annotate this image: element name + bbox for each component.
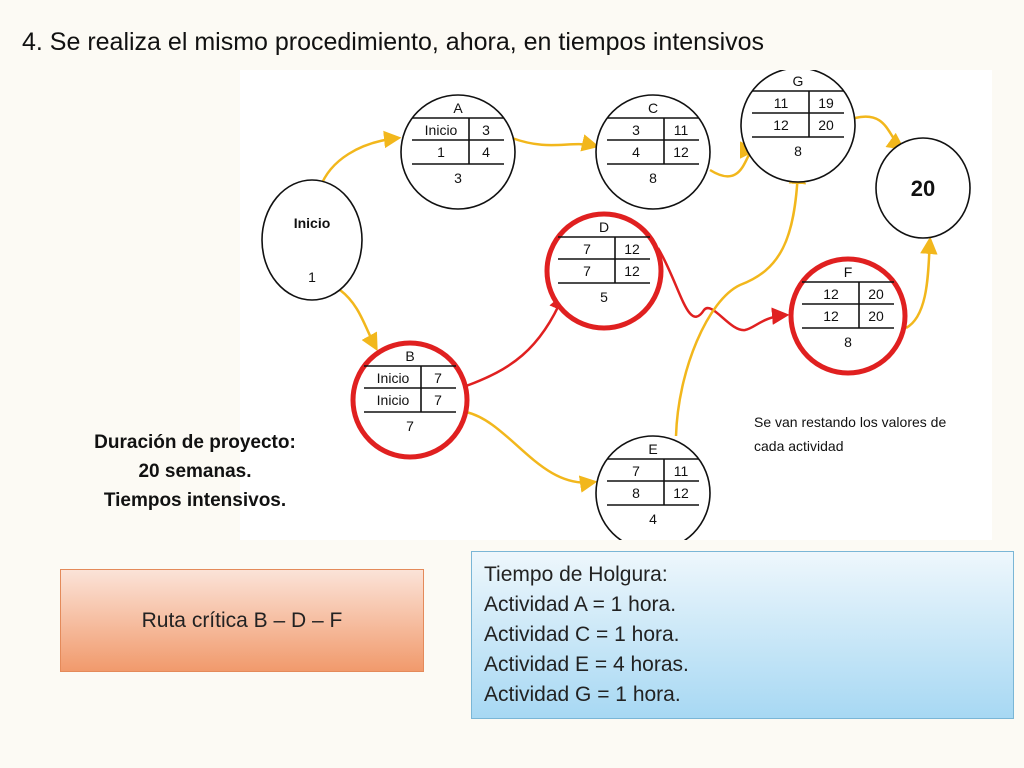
cell-end: 12 xyxy=(624,263,640,279)
cell-start: 7 xyxy=(583,263,591,279)
cell-start: 4 xyxy=(632,144,640,160)
node-inicio: Inicio 1 xyxy=(261,179,363,301)
activity-duration: 5 xyxy=(600,289,608,305)
activity-duration: 7 xyxy=(406,418,414,434)
slack-time-box: Tiempo de Holgura: Actividad A = 1 hora.… xyxy=(471,551,1014,719)
node-end: 20 xyxy=(875,137,971,239)
activity-name: D xyxy=(599,219,609,235)
duration-line-1: Duración de proyecto: xyxy=(94,432,296,453)
edge-b-e xyxy=(465,410,598,493)
node-circle xyxy=(740,70,856,183)
edge-f-end xyxy=(905,236,938,330)
slack-heading: Tiempo de Holgura: xyxy=(484,563,668,586)
edge-g-end xyxy=(854,115,905,151)
start-node-value: 1 xyxy=(308,269,316,285)
note-line: cada actividad xyxy=(754,438,844,454)
cell-end: 11 xyxy=(674,463,689,479)
node-circle xyxy=(788,256,908,376)
cell-end: 20 xyxy=(818,117,834,133)
cell-end: 19 xyxy=(818,95,834,111)
activity-duration: 8 xyxy=(844,334,852,350)
critical-path-box: Ruta crítica B – D – F xyxy=(60,569,424,672)
cell-end: 12 xyxy=(624,241,640,257)
slack-item: Actividad E = 4 horas. xyxy=(484,653,689,676)
cell-start: 11 xyxy=(774,95,789,111)
cell-end: 7 xyxy=(434,370,442,386)
slack-item: Actividad G = 1 hora. xyxy=(484,683,681,706)
slide-title: 4. Se realiza el mismo procedimiento, ah… xyxy=(22,28,765,56)
cell-start: 12 xyxy=(773,117,789,133)
cell-end: 4 xyxy=(482,144,490,160)
cell-start: Inicio xyxy=(377,392,410,408)
cell-end: 12 xyxy=(673,144,689,160)
activity-name: B xyxy=(405,348,414,364)
activity-name: F xyxy=(844,264,853,280)
critical-path-label: Ruta crítica B – D – F xyxy=(141,608,343,632)
activity-duration: 8 xyxy=(649,170,657,186)
cell-end: 12 xyxy=(673,485,689,501)
node-f: F 12 20 12 20 8 xyxy=(788,256,908,376)
edge-d-f xyxy=(656,247,790,332)
edge-a-c xyxy=(511,134,600,152)
node-circle xyxy=(595,435,711,540)
diagram-note: Se van restando los valores de cada activ… xyxy=(754,414,946,454)
cell-start: 12 xyxy=(823,308,839,324)
slack-item: Actividad A = 1 hora. xyxy=(484,593,677,616)
cell-start: 8 xyxy=(632,485,640,501)
node-circle xyxy=(350,340,470,460)
start-node-label: Inicio xyxy=(294,215,331,231)
activity-name: E xyxy=(648,441,657,457)
cell-start: 7 xyxy=(632,463,640,479)
cell-start: Inicio xyxy=(377,370,410,386)
edge-b-d xyxy=(465,292,566,388)
node-circle xyxy=(875,137,971,239)
edge-inicio-b xyxy=(339,289,378,352)
cell-end: 20 xyxy=(868,308,884,324)
activity-duration: 4 xyxy=(649,511,657,527)
cell-end: 3 xyxy=(482,122,490,138)
node-circle xyxy=(400,94,516,210)
activity-duration: 8 xyxy=(794,143,802,159)
duration-line-2: 20 semanas. xyxy=(138,461,252,482)
edge-e-g xyxy=(674,166,807,437)
cell-start: 1 xyxy=(437,144,445,160)
edge-c-g xyxy=(709,141,758,178)
node-circle xyxy=(544,211,664,331)
cell-end: 7 xyxy=(434,392,442,408)
project-duration: Duración de proyecto: 20 semanas. Tiempo… xyxy=(30,428,360,515)
node-circle xyxy=(595,94,711,210)
note-line: Se van restando los valores de xyxy=(754,414,946,430)
activity-name: C xyxy=(648,100,658,116)
cell-end: 20 xyxy=(868,286,884,302)
cell-start: Inicio xyxy=(425,122,458,138)
end-node-value: 20 xyxy=(911,176,935,201)
node-e: E7 11 8 12 4 xyxy=(595,435,711,540)
cell-start: 3 xyxy=(632,122,640,138)
edges-layer xyxy=(318,115,938,493)
activity-name: A xyxy=(453,100,463,116)
duration-line-3: Tiempos intensivos. xyxy=(103,490,287,511)
slack-item: Actividad C = 1 hora. xyxy=(484,623,680,646)
cell-start: 7 xyxy=(583,241,591,257)
activity-duration: 3 xyxy=(454,170,462,186)
cell-end: 11 xyxy=(674,122,689,138)
cell-start: 12 xyxy=(823,286,839,302)
node-circle xyxy=(261,179,363,301)
node-g: G11 19 12 20 8 xyxy=(740,70,856,183)
node-c: C3 11 4 12 8 xyxy=(595,94,711,210)
edge-inicio-a xyxy=(318,130,402,189)
activity-name: G xyxy=(793,73,804,89)
